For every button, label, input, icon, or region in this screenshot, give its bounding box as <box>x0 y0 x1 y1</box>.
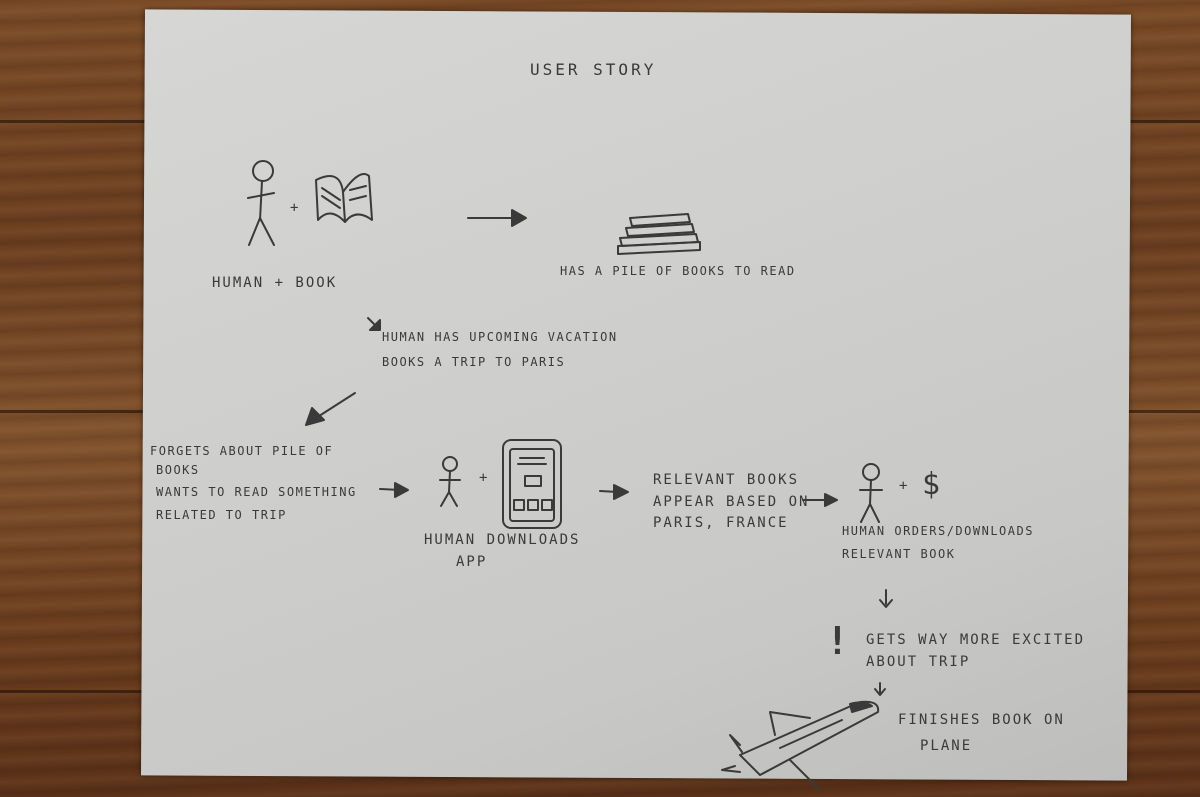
arrow-down-icon <box>879 589 893 608</box>
step9-line: PLANE <box>920 737 973 754</box>
step8-line: ABOUT TRIP <box>866 653 971 670</box>
step7-caption: HUMAN ORDERS/DOWNLOADS RELEVANT BOOK <box>842 522 1034 563</box>
step6-line: PARIS, FRANCE <box>653 515 789 532</box>
plus-sign: + <box>290 200 301 216</box>
dollar-icon: $ <box>922 467 941 502</box>
step7-line: HUMAN ORDERS/DOWNLOADS <box>842 524 1034 538</box>
step3-caption: HUMAN HAS UPCOMING VACATION BOOKS A TRIP… <box>382 328 618 371</box>
airplane-icon <box>721 700 880 791</box>
arrow-right-icon <box>802 493 838 507</box>
stick-figure-icon <box>859 463 883 523</box>
step8-caption: GETS WAY MORE EXCITED ABOUT TRIP <box>866 630 1085 673</box>
step9-line: FINISHES BOOK ON <box>898 712 1065 728</box>
arrow-down-icon <box>874 682 886 696</box>
plus-sign: + <box>899 478 910 494</box>
exclamation-icon: ! <box>826 619 849 663</box>
step4-line: FORGETS ABOUT PILE OF <box>150 444 334 458</box>
step5-line: APP <box>456 553 488 570</box>
book-pile-icon <box>617 213 701 255</box>
open-book-icon <box>315 173 373 223</box>
arrow-down-left-icon <box>305 392 356 426</box>
plus-sign: + <box>479 470 490 486</box>
phone-app-icon <box>502 439 562 529</box>
sketch-title: USER STORY <box>530 60 657 79</box>
step4-caption: FORGETS ABOUT PILE OF BOOKS WANTS TO REA… <box>150 442 357 524</box>
step8-line: GETS WAY MORE EXCITED <box>866 632 1086 648</box>
step4-line: BOOKS <box>156 462 200 477</box>
stick-figure-icon <box>439 456 461 507</box>
step4-line: WANTS TO READ SOMETHING <box>156 485 357 500</box>
step9-caption: FINISHES BOOK ON PLANE <box>898 710 1065 757</box>
step2-caption: HAS A PILE OF BOOKS TO READ <box>560 264 796 278</box>
step6-caption: RELEVANT BOOKS APPEAR BASED ON PARIS, FR… <box>653 470 809 535</box>
step3-line: BOOKS A TRIP TO PARIS <box>382 354 566 369</box>
step4-line: RELATED TO TRIP <box>156 507 287 522</box>
step3-line: HUMAN HAS UPCOMING VACATION <box>382 330 618 344</box>
step6-line: RELEVANT BOOKS <box>653 472 800 488</box>
arrow-down-right-icon <box>367 317 381 331</box>
arrow-right-icon <box>379 482 409 498</box>
stick-figure-icon <box>247 160 275 246</box>
step7-line: RELEVANT BOOK <box>842 546 956 561</box>
step1-caption: HUMAN + BOOK <box>212 275 338 291</box>
step5-line: HUMAN DOWNLOADS <box>424 532 581 548</box>
step6-line: APPEAR BASED ON <box>653 493 810 510</box>
arrow-right-icon <box>467 209 527 227</box>
step5-caption: HUMAN DOWNLOADS APP <box>424 530 580 573</box>
arrow-right-icon <box>599 484 629 500</box>
